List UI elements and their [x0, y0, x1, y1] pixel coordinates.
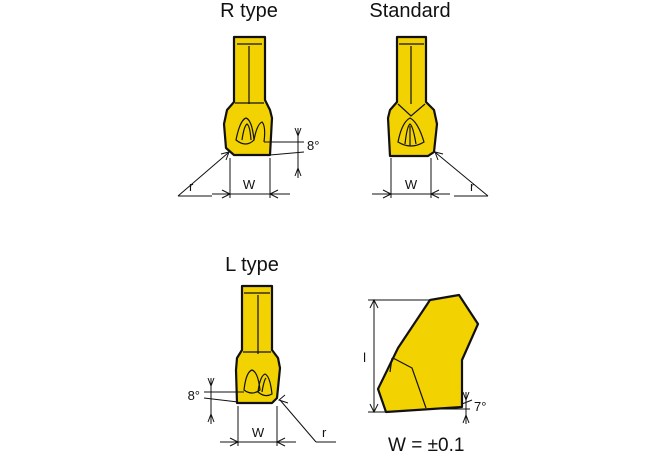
standard-r-label: r [470, 179, 475, 194]
r-type-title: R type [220, 0, 278, 22]
l-type-chipbreaker [243, 369, 273, 397]
side-view-insert [376, 293, 480, 414]
r-type-w-label: W [243, 177, 256, 192]
standard-title: Standard [369, 0, 450, 22]
l-type-r-label: r [322, 425, 327, 440]
r-type-chipbreaker [235, 117, 266, 145]
l-type-title: L type [225, 254, 279, 276]
standard-w-label: W [405, 177, 418, 192]
side-view-l-label: l [363, 350, 366, 365]
l-type-view: L type 8° W r [188, 254, 336, 447]
standard-insert [386, 35, 439, 158]
tolerance-label: W = ±0.1 [388, 435, 464, 456]
r-type-r-label: r [189, 179, 194, 194]
standard-chipbreaker [397, 117, 425, 147]
side-view: l 7° W = ±0.1 [363, 293, 486, 456]
r-type-angle-label: 8° [307, 138, 319, 153]
r-type-view: R type 8° W r [177, 0, 319, 199]
l-type-angle-label: 8° [188, 388, 200, 403]
l-type-w-label: W [252, 425, 265, 440]
side-view-angle-label: 7° [474, 399, 486, 414]
standard-view: Standard W r [369, 0, 489, 199]
r-type-insert [222, 35, 274, 157]
